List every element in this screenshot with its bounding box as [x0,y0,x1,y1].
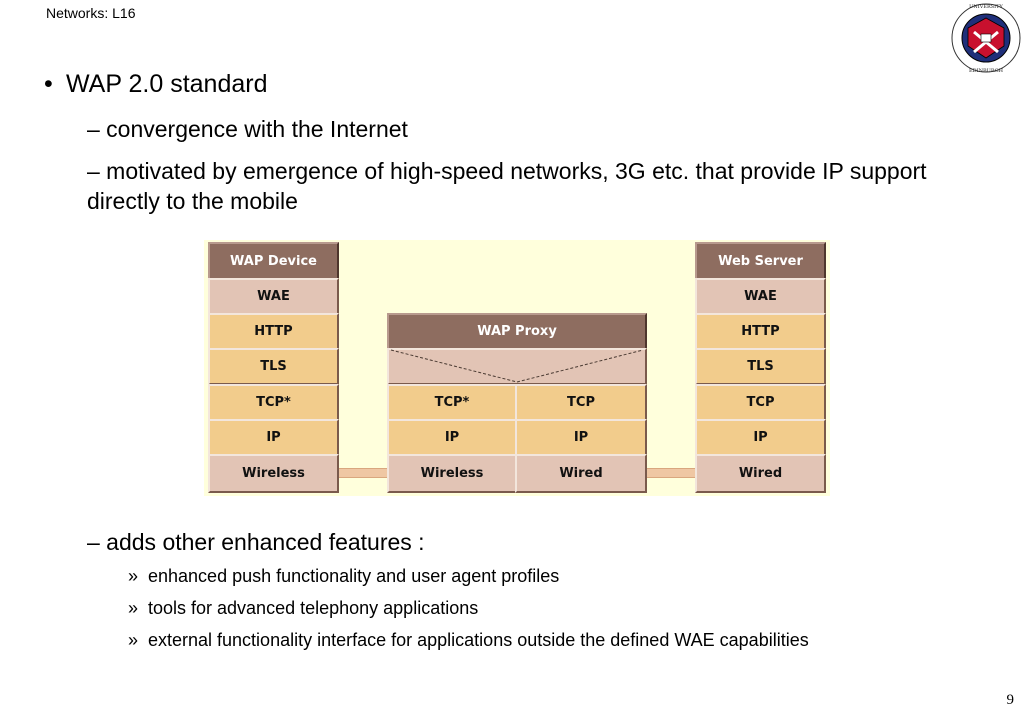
server-layer-tcp: TCP [695,384,826,421]
slide-header: Networks: L16 [46,5,136,21]
server-layer-tls: TLS [695,348,826,385]
device-layer-tls: TLS [208,348,339,385]
device-layer-wae: WAE [208,278,339,315]
link-proxy-server [646,468,696,478]
server-layer-http: HTTP [695,313,826,350]
proxy-left-wireless: Wireless [387,454,517,493]
feature-marker: » [128,630,139,650]
sub-point-enhanced: – adds other enhanced features : [87,529,425,555]
sub-point-motivated: – motivated by emergence of high-speed n… [87,158,927,214]
device-layer-tcp: TCP* [208,384,339,421]
svg-text:EDINBURGH: EDINBURGH [969,68,1004,74]
wap-device-header: WAP Device [208,242,339,280]
feature-marker: » [128,598,139,618]
feature-text: enhanced push functionality and user age… [148,566,560,586]
server-layer-wae: WAE [695,278,826,315]
proxy-right-ip: IP [515,419,647,456]
device-layer-ip: IP [208,419,339,456]
bullet-dot: • [44,70,53,98]
proxy-left-tcp: TCP* [387,384,517,421]
server-layer-wired: Wired [695,454,826,493]
main-bullet: • WAP 2.0 standard [44,70,268,99]
web-server-header: Web Server [695,242,826,280]
svg-text:UNIVERSITY: UNIVERSITY [969,4,1003,10]
feature-marker: » [128,566,139,586]
proxy-right-tcp: TCP [515,384,647,421]
feature-text: external functionality interface for app… [148,630,809,650]
device-layer-wireless: Wireless [208,454,339,493]
link-device-proxy [338,468,388,478]
page-number: 9 [1006,692,1015,708]
server-layer-ip: IP [695,419,826,456]
wap-proxy-header: WAP Proxy [387,313,647,350]
device-layer-http: HTTP [208,313,339,350]
proxy-right-wired: Wired [515,454,647,493]
proxy-merge-lines [390,349,644,383]
proxy-left-ip: IP [387,419,517,456]
feature-item: » tools for advanced telephony applicatio… [128,598,478,619]
feature-text: tools for advanced telephony application… [148,598,479,618]
university-crest-logo: UNIVERSITY EDINBURGH [951,3,1021,74]
wap2-protocol-diagram: WAP Device WAE HTTP TLS TCP* IP Wireless… [204,240,830,496]
feature-item: » enhanced push functionality and user ag… [128,566,559,587]
sub-point-convergence: – convergence with the Internet [87,116,408,142]
bullet-text: WAP 2.0 standard [66,70,268,98]
feature-item: » external functionality interface for ap… [128,630,809,651]
